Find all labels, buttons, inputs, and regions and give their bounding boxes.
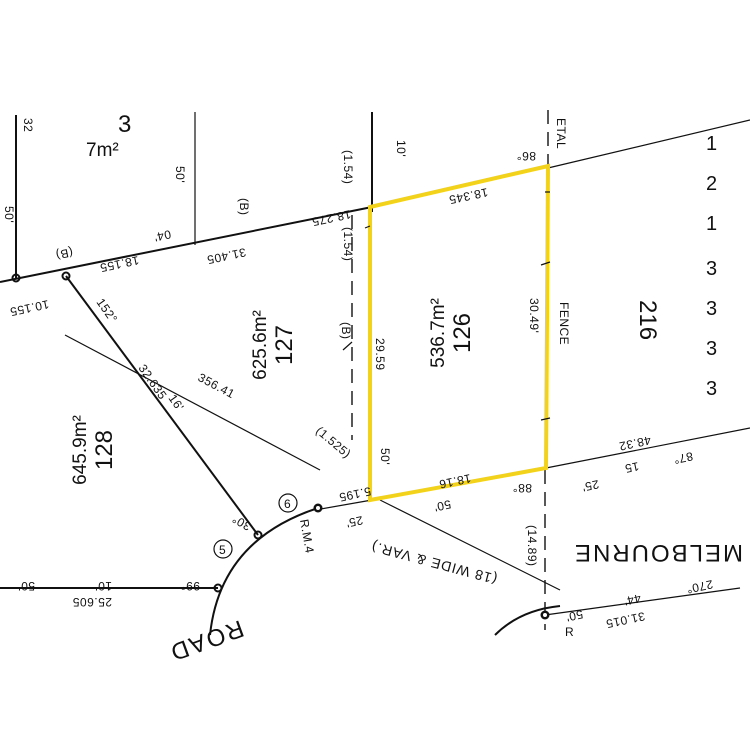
circle-6: 6	[278, 493, 298, 513]
dim: 16'	[166, 392, 187, 414]
survey-mark	[11, 273, 21, 283]
svg-text:3: 3	[706, 298, 717, 320]
dim: 25'	[345, 513, 365, 530]
survey-mark	[213, 583, 223, 593]
lot-126-highlight-outline[interactable]	[368, 163, 551, 503]
svg-text:1: 1	[706, 213, 717, 235]
dim: 50'	[378, 448, 392, 465]
lot-126-area: 536.7m²	[428, 298, 449, 368]
lower-right-r: R	[565, 625, 574, 639]
lot-128-number: 128	[91, 430, 118, 470]
svg-text:5: 5	[219, 543, 226, 557]
lot-127-label: 127 625.6m²	[250, 310, 298, 380]
road-curve	[209, 507, 319, 636]
circle-5: 5	[213, 539, 233, 559]
boundary-line	[547, 119, 750, 169]
dim: 10'	[95, 579, 112, 593]
boundary-line	[0, 206, 373, 283]
dim: 04'	[153, 227, 173, 244]
dim: (14.89)	[525, 525, 539, 567]
dim: 32	[21, 118, 35, 132]
lot-126-number: 126	[449, 313, 476, 353]
boundary-line	[379, 499, 561, 591]
dim: 15	[623, 459, 640, 476]
dim: 48.32	[618, 433, 653, 453]
lot-128-area: 645.9m²	[70, 415, 91, 485]
dim: (1.525)	[313, 424, 354, 461]
dim: 30°	[229, 512, 253, 534]
survey-mark	[61, 271, 71, 281]
dim: 152°	[94, 296, 121, 326]
dim: 50'	[18, 579, 35, 593]
etal-label: ETAL	[554, 118, 568, 149]
survey-mark	[253, 530, 263, 540]
dim: 10.155	[9, 297, 51, 319]
lot-128-label: 128 645.9m²	[70, 415, 118, 485]
dim: (B)	[237, 198, 251, 216]
dim: 50'	[565, 607, 585, 624]
dim: (1.54)	[341, 150, 355, 184]
road-label-melbourne: MELBOURNE	[573, 539, 743, 566]
dim: 87°	[672, 449, 694, 467]
dim: 32.635	[136, 362, 170, 403]
right-column-digits: 1 2 1 3 3 3 3	[706, 133, 717, 400]
dim: 356.41	[196, 370, 238, 401]
boundary-line	[545, 427, 750, 469]
road-frontage	[544, 587, 741, 616]
boundary-lines	[0, 110, 750, 636]
lot-126-label: 126 536.7m²	[428, 298, 476, 368]
dimension-leader	[64, 334, 321, 471]
dim: 18.155	[99, 253, 141, 275]
dim: 18.16	[438, 471, 473, 491]
dim: 31.405	[206, 245, 248, 267]
dim: 30.49'	[527, 298, 541, 333]
dim: 50'	[173, 166, 187, 183]
svg-text:3: 3	[706, 338, 717, 360]
dim: 44'	[623, 591, 643, 608]
dim: 29.59	[373, 338, 387, 371]
lot-216-number: 216	[634, 300, 661, 340]
road-width-note: (18 WIDE & VAR.)	[369, 538, 499, 587]
dim: (B)	[339, 322, 353, 340]
svg-text:3: 3	[706, 378, 717, 400]
road-curve	[494, 605, 561, 636]
rm-label: R.M.4	[297, 518, 317, 554]
dim: 31.015	[605, 609, 647, 631]
tick-marks	[342, 191, 551, 421]
lot-127-number: 127	[271, 325, 298, 365]
dim: 270°	[685, 577, 714, 596]
svg-text:3: 3	[706, 258, 717, 280]
dimension-labels: 10' (1.54) (1.54) 86° 18.345 30.49' 29.5…	[2, 118, 714, 631]
lot-3-area: 7m²	[86, 140, 119, 161]
dim: 50'	[433, 497, 453, 514]
fence-label: FENCE	[557, 302, 571, 345]
dim: 10'	[394, 140, 408, 157]
svg-text:1: 1	[706, 133, 717, 155]
dim: 18.275	[311, 207, 353, 229]
dim: 86°	[516, 149, 536, 163]
boundary-line	[314, 499, 373, 511]
lot-127-area: 625.6m²	[250, 310, 271, 380]
svg-text:6: 6	[284, 497, 291, 511]
dim: (B)	[54, 245, 74, 262]
boundary-line	[65, 275, 259, 536]
road-label-left: ROAD	[165, 614, 247, 666]
svg-text:2: 2	[706, 173, 717, 195]
dim: 5.195	[338, 484, 373, 504]
dim: (1.54)	[341, 227, 355, 261]
dim: 25.605	[72, 595, 112, 609]
dim: 50'	[2, 206, 16, 223]
lot-3-number: 3	[118, 111, 131, 138]
dim: 99°	[180, 579, 200, 593]
dim: 25'	[581, 477, 601, 494]
dim: 88°	[512, 481, 532, 495]
survey-marks	[11, 271, 550, 620]
